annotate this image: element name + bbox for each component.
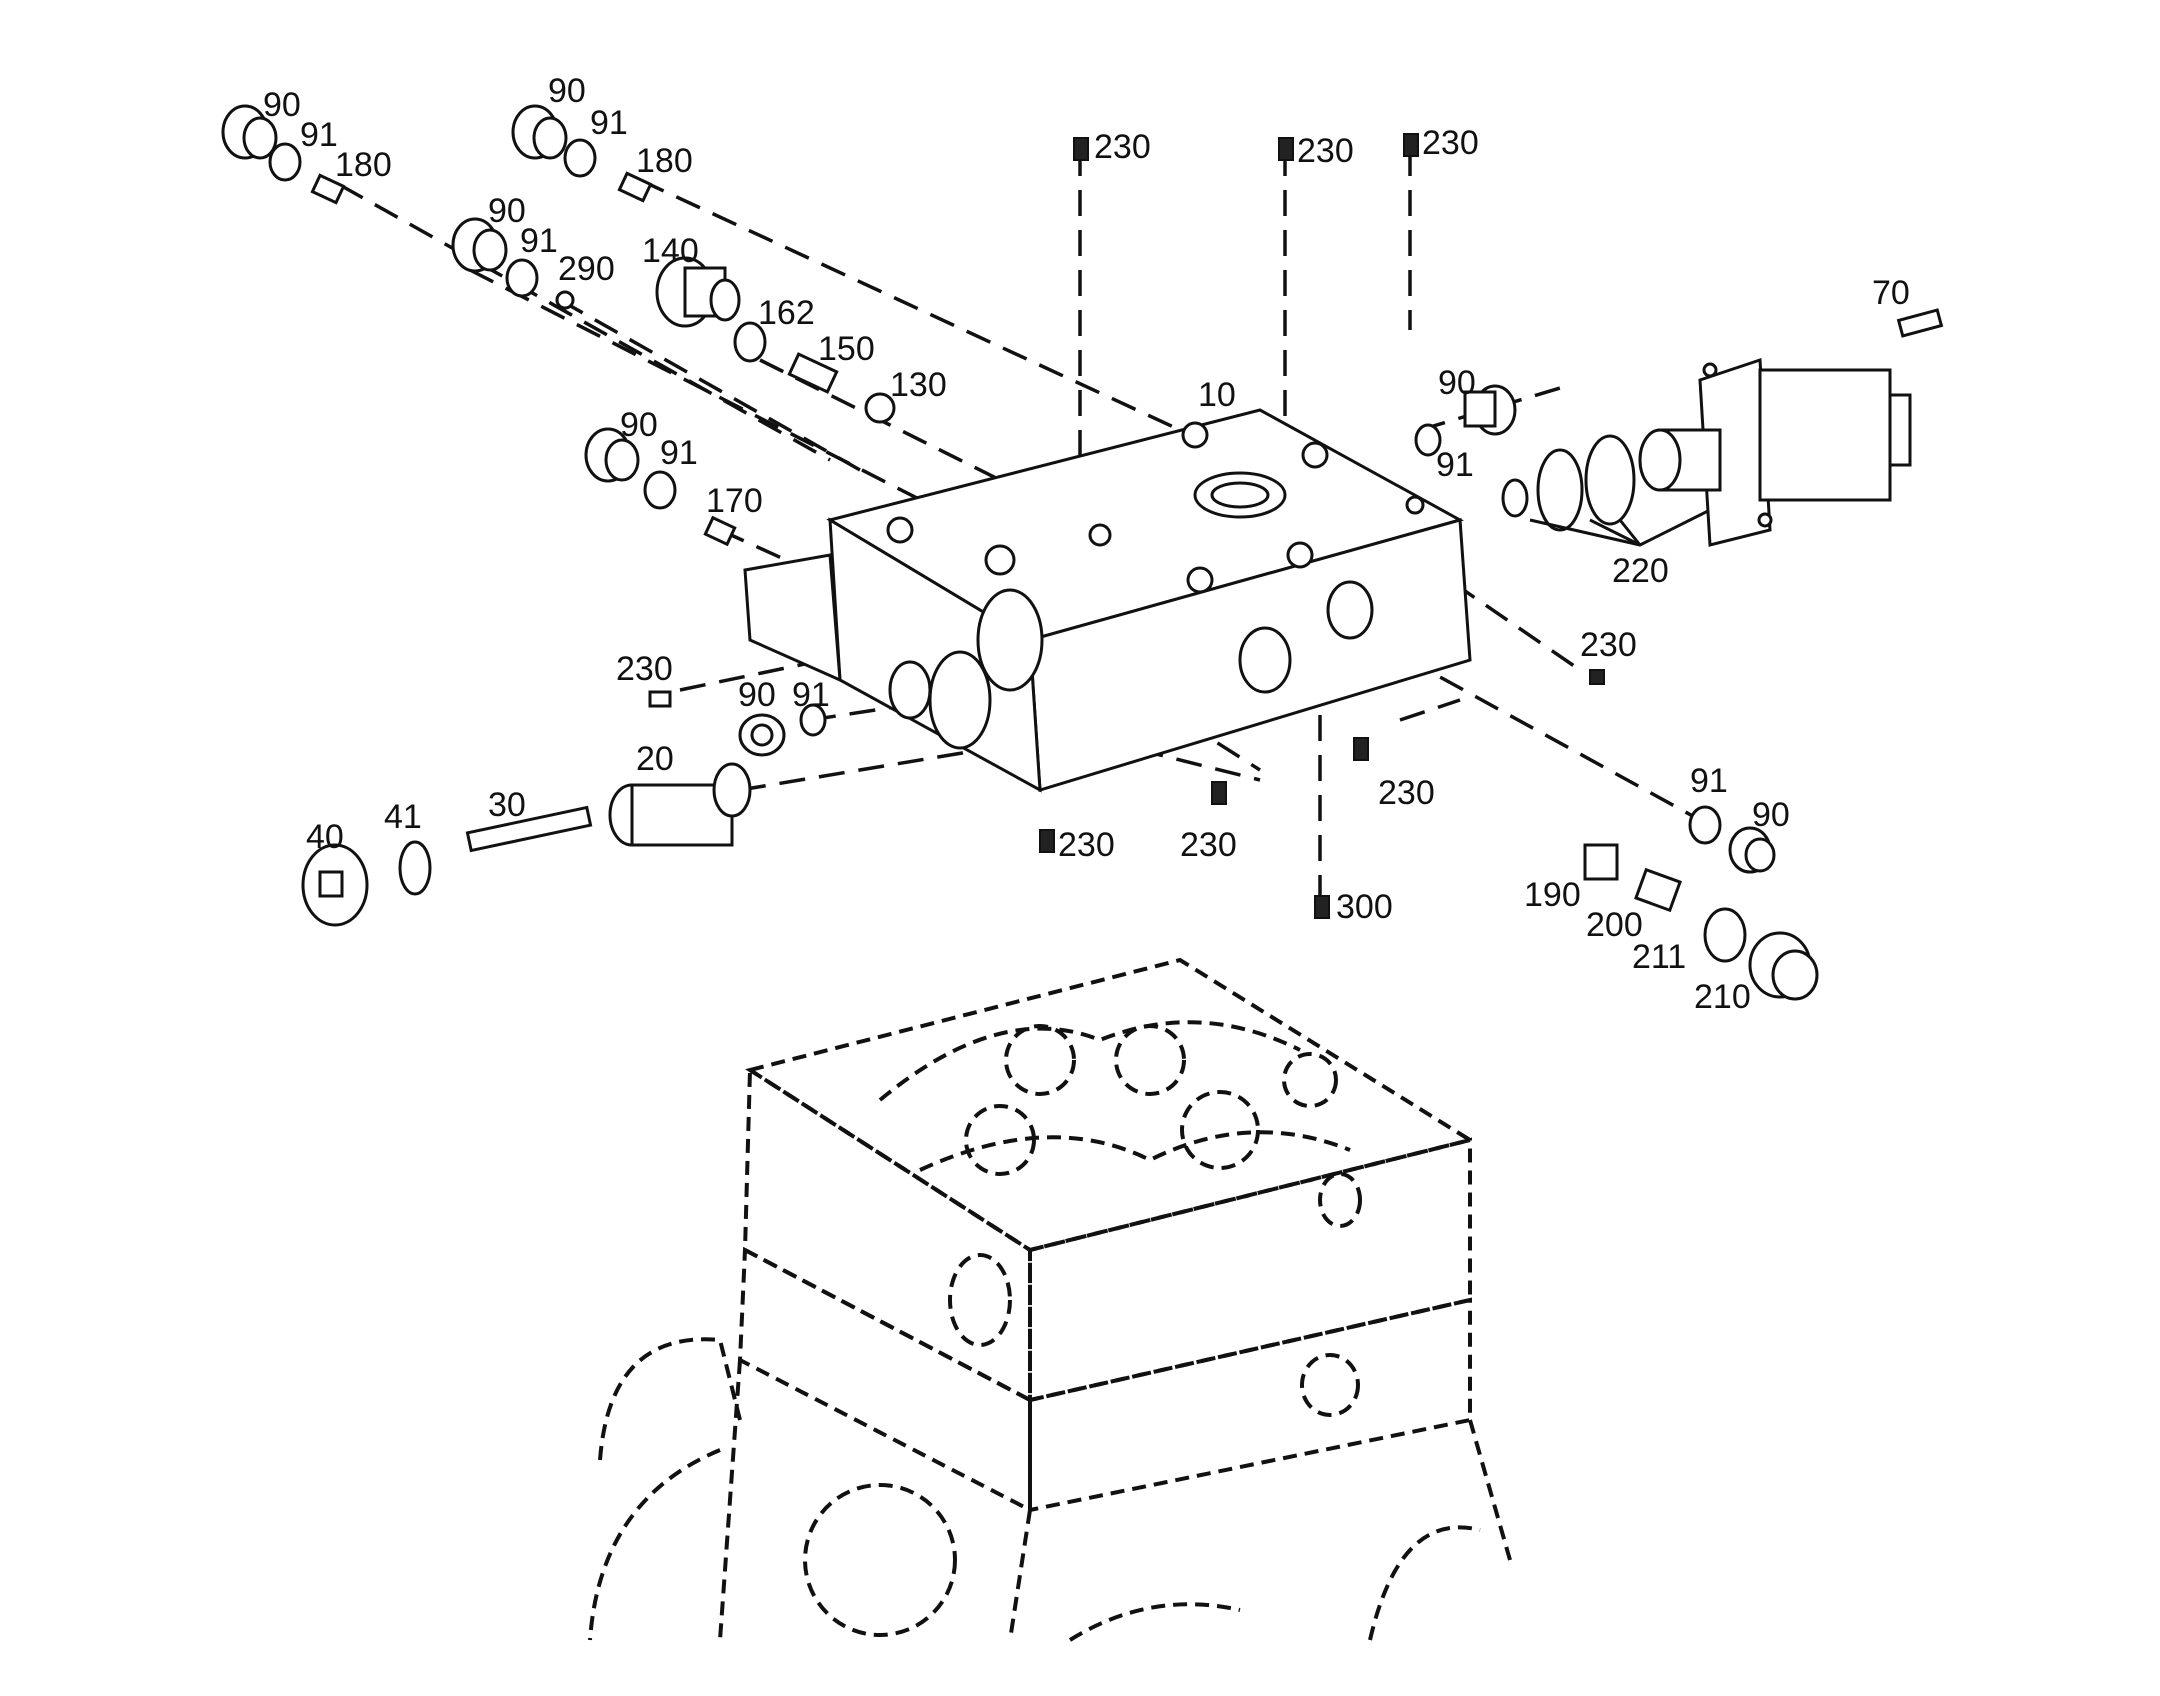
callout-162: 162 [758, 294, 815, 332]
callout-190: 190 [1524, 876, 1581, 914]
callout-230: 230 [1378, 774, 1435, 812]
callout-230: 230 [1297, 132, 1354, 170]
callout-90: 90 [1752, 796, 1790, 834]
valve-block-10 [743, 408, 1472, 793]
callout-150: 150 [818, 330, 875, 368]
callout-230: 230 [1058, 826, 1115, 864]
plug-90-f [1463, 384, 1517, 436]
plug-230-left [648, 690, 672, 708]
plug-180-a [310, 173, 346, 205]
spring-150 [787, 352, 839, 394]
plug-300 [1314, 895, 1330, 919]
callout-211: 211 [1632, 938, 1686, 976]
plug-90-b [511, 104, 568, 160]
plug-230-right [1589, 669, 1605, 685]
plug-90-d [584, 427, 640, 483]
callout-91: 91 [1436, 446, 1474, 484]
plug-180-b [617, 171, 653, 203]
bushing-190 [1583, 843, 1619, 881]
callout-230: 230 [1180, 826, 1237, 864]
callout-90: 90 [620, 406, 658, 444]
ball-290 [555, 290, 575, 310]
screw-70 [1896, 308, 1944, 338]
callout-140: 140 [642, 232, 699, 270]
callout-40: 40 [306, 818, 344, 856]
callout-91: 91 [660, 434, 698, 472]
oring-91-f [1414, 423, 1442, 457]
spool-20 [608, 762, 752, 847]
callout-90: 90 [488, 192, 526, 230]
ball-130 [864, 392, 896, 424]
callout-90: 90 [738, 676, 776, 714]
callout-91: 91 [792, 676, 830, 714]
callout-70: 70 [1872, 274, 1910, 312]
callout-170: 170 [706, 482, 763, 520]
callout-labels: 90 91 180 90 91 180 90 91 290 140 162 15… [263, 72, 1910, 1016]
callout-91: 91 [590, 104, 628, 142]
callout-210: 210 [1694, 978, 1751, 1016]
solenoid-70 [1638, 357, 1912, 547]
callout-290: 290 [558, 250, 615, 288]
callout-230: 230 [1580, 626, 1637, 664]
plug-40 [301, 843, 369, 927]
plug-170 [703, 515, 737, 547]
callout-90: 90 [1438, 364, 1476, 402]
plug-90-c [451, 217, 508, 273]
callout-230: 230 [1094, 128, 1151, 166]
callout-91: 91 [300, 116, 338, 154]
callout-30: 30 [488, 786, 526, 824]
plug-90-e [738, 713, 786, 757]
plug-230-front-3 [1039, 829, 1055, 853]
callout-230: 230 [1422, 124, 1479, 162]
plug-230-top-2 [1278, 137, 1294, 161]
oring-162 [733, 321, 767, 363]
callout-90: 90 [548, 72, 586, 110]
spring-30 [465, 805, 593, 853]
plug-210 [1748, 931, 1819, 1001]
plug-230-front-2 [1211, 781, 1227, 805]
oring-91-d [643, 470, 677, 510]
callout-91: 91 [1690, 762, 1728, 800]
callout-130: 130 [890, 366, 947, 404]
plug-230-top-1 [1073, 137, 1089, 161]
plug-90-g [1728, 826, 1776, 874]
callout-300: 300 [1336, 888, 1393, 926]
callout-180: 180 [335, 146, 392, 184]
callout-91: 91 [520, 222, 558, 260]
plug-230-top-3 [1403, 133, 1419, 157]
housing-outline [588, 957, 1512, 1642]
oring-91-e [799, 703, 827, 737]
callout-220: 220 [1612, 552, 1669, 590]
oring-211 [1703, 907, 1747, 963]
plug-230-front-1 [1353, 737, 1369, 761]
callout-10: 10 [1198, 376, 1236, 414]
callout-20: 20 [636, 740, 674, 778]
valve-140 [655, 256, 741, 328]
callout-90: 90 [263, 86, 301, 124]
oring-91-c [505, 258, 539, 298]
o-rings-220 [1501, 434, 1636, 532]
oring-91-b [563, 138, 597, 178]
callout-200: 200 [1586, 906, 1643, 944]
callout-41: 41 [384, 798, 422, 836]
spring-200 [1634, 867, 1682, 913]
oring-91-a [268, 142, 302, 182]
plug-90-a [221, 104, 278, 160]
callout-230: 230 [616, 650, 673, 688]
oring-91-g [1688, 805, 1722, 845]
callout-180: 180 [636, 142, 693, 180]
oring-41 [398, 840, 432, 896]
